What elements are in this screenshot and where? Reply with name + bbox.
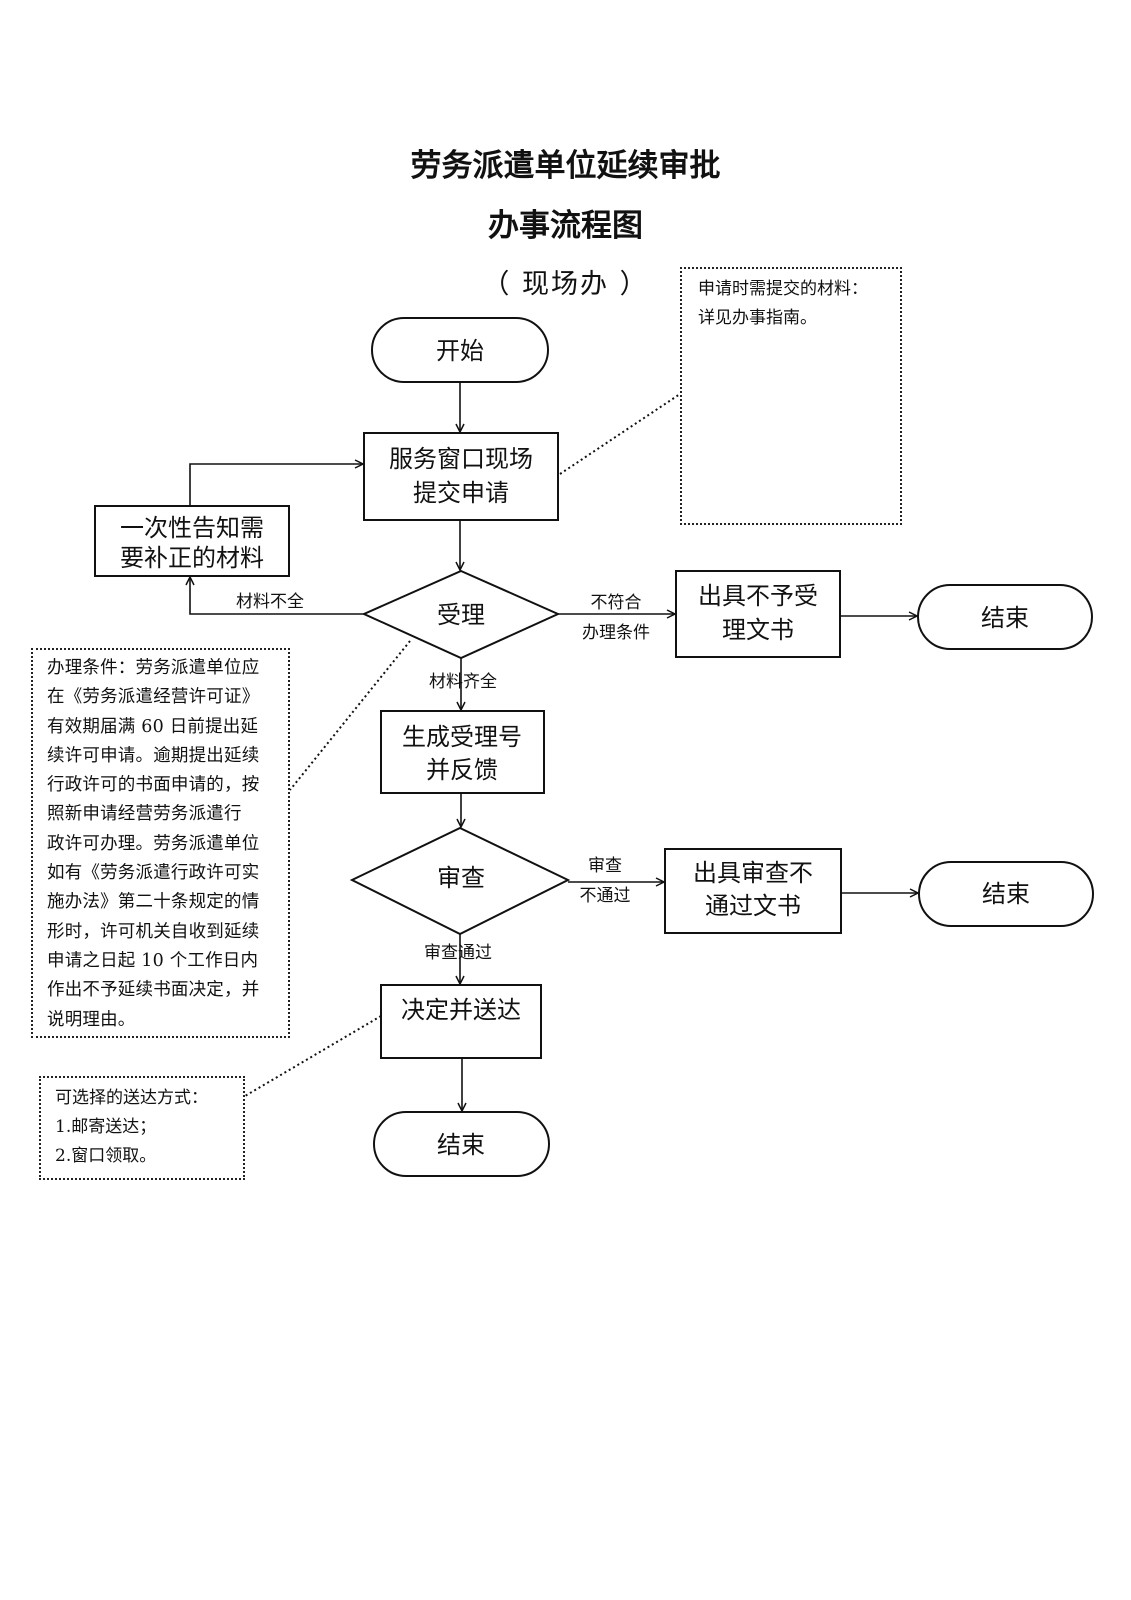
conditions-note-line: 续许可申请。逾期提出延续 — [47, 745, 260, 766]
edge-label-review-pass: 审查通过 — [424, 943, 492, 963]
page-subtitle: （ 现场办 ） — [482, 269, 649, 300]
materials-note-line: 详见办事指南。 — [698, 308, 817, 328]
conditions-note-line: 说明理由。 — [47, 1009, 136, 1030]
submit-label-1: 服务窗口现场 — [389, 445, 533, 473]
decide-label: 决定并送达 — [401, 996, 521, 1024]
review-fail-doc-label-2: 通过文书 — [705, 892, 801, 920]
conditions-note-line: 施办法》第二十条规定的情 — [47, 892, 260, 913]
generate-number-node — [380, 710, 545, 794]
edge-accept-notify — [190, 577, 364, 615]
materials-note-line: 申请时需提交的材料： — [698, 279, 868, 299]
reject-doc-label-2: 理文书 — [722, 616, 794, 644]
end-label-1: 结束 — [981, 604, 1029, 632]
page-title-line2: 办事流程图 — [488, 208, 643, 244]
end-node-2 — [918, 861, 1094, 927]
conditions-note-line: 在《劳务派遣经营许可证》 — [47, 687, 260, 708]
decide-deliver-node — [380, 984, 542, 1059]
review-fail-doc-label-1: 出具审查不 — [693, 859, 813, 887]
notify-label-1: 一次性告知需 — [120, 514, 264, 542]
review-label: 审查 — [437, 864, 485, 892]
conditions-note-line: 有效期届满 60 日前提出延 — [47, 716, 259, 737]
edge-label-incomplete: 材料不全 — [236, 592, 304, 612]
edge-label-review-fail-2: 不通过 — [580, 886, 631, 906]
submit-label-2: 提交申请 — [413, 479, 509, 507]
conditions-note-line: 如有《劳务派遣行政许可实 — [47, 863, 260, 884]
delivery-note-line: 1.邮寄送达； — [55, 1117, 157, 1137]
notify-correction-node — [94, 505, 290, 577]
connector-materials-note — [559, 393, 681, 475]
conditions-note-line: 作出不予延续书面决定，并 — [47, 980, 260, 1001]
page-title: 劳务派遣单位延续审批 — [410, 148, 721, 184]
reject-doc-label-1: 出具不予受 — [698, 582, 818, 610]
review-fail-document-node — [664, 848, 842, 934]
generate-label-2: 并反馈 — [426, 756, 498, 784]
edge-label-not-meet-2: 办理条件 — [582, 623, 650, 643]
end-label-3: 结束 — [437, 1131, 485, 1159]
start-label: 开始 — [436, 337, 484, 365]
conditions-note-line: 形时，许可机关自收到延续 — [47, 921, 260, 942]
edge-notify-submit — [189, 464, 363, 506]
generate-label-1: 生成受理号 — [402, 723, 522, 751]
materials-note: 申请时需提交的材料： 详见办事指南。 — [680, 267, 902, 525]
conditions-note: 办理条件：劳务派遣单位应 在《劳务派遣经营许可证》 有效期届满 60 日前提出延… — [31, 648, 290, 1038]
end-label-2: 结束 — [982, 880, 1030, 908]
conditions-note-line: 政许可办理。劳务派遣单位 — [47, 833, 260, 854]
conditions-note-line: 行政许可的书面申请的，按 — [47, 775, 260, 796]
conditions-note-line: 申请之日起 10 个工作日内 — [47, 950, 259, 971]
delivery-note-line: 可选择的送达方式： — [55, 1088, 208, 1108]
conditions-note-line: 办理条件：劳务派遣单位应 — [47, 658, 260, 678]
connector-conditions-note — [289, 640, 411, 791]
reject-document-node — [675, 570, 841, 658]
delivery-note: 可选择的送达方式： 1.邮寄送达； 2.窗口领取。 — [39, 1076, 245, 1180]
delivery-note-line: 2.窗口领取。 — [55, 1146, 157, 1166]
edge-label-review-fail-1: 审查 — [588, 856, 622, 876]
notify-label-2: 要补正的材料 — [120, 544, 264, 572]
conditions-note-line: 照新申请经营劳务派遣行 — [47, 804, 242, 825]
edge-label-not-meet-1: 不符合 — [591, 593, 642, 613]
connector-delivery-note — [244, 1015, 382, 1097]
end-node-3 — [373, 1111, 550, 1177]
accept-label: 受理 — [437, 601, 485, 629]
edge-label-complete: 材料齐全 — [429, 672, 497, 692]
end-node-1 — [917, 584, 1093, 650]
submit-application-node — [363, 432, 559, 521]
